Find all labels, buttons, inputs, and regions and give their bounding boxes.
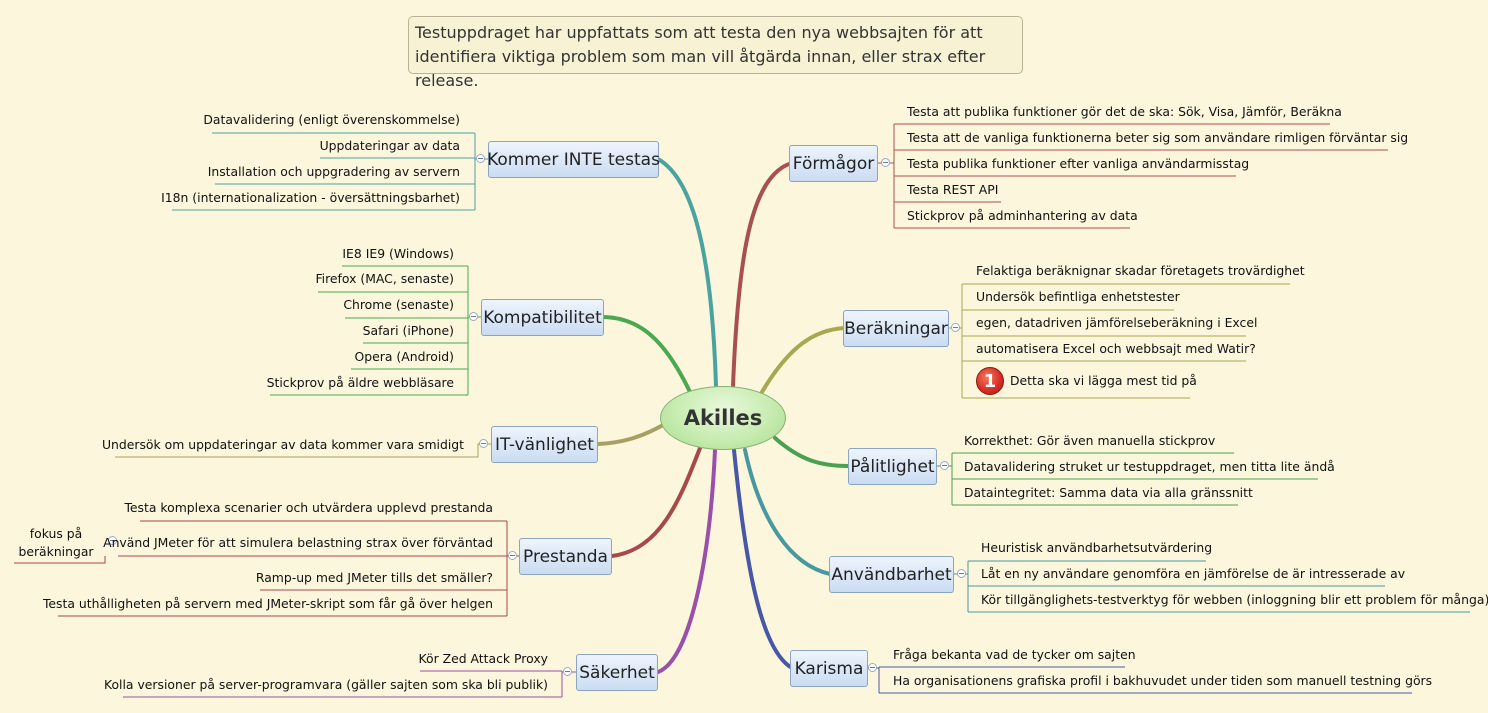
collapse-toggle-icon[interactable]: [479, 439, 488, 448]
central-topic[interactable]: Akilles: [660, 386, 786, 450]
subtopic[interactable]: egen, datadriven jämförelseberäkning i E…: [976, 315, 1258, 330]
subtopic[interactable]: Firefox (MAC, senaste): [315, 271, 454, 286]
subtopic[interactable]: Felaktiga beräknignar skadar företagets …: [976, 263, 1305, 278]
branch-line-palitlighet: [773, 436, 850, 468]
subtopic[interactable]: Datavalidering (enligt överenskommelse): [203, 112, 460, 127]
subtopic[interactable]: Använd JMeter för att simulera belastnin…: [103, 535, 493, 550]
topic-sakerhet[interactable]: Säkerhet: [576, 654, 658, 691]
subtopic[interactable]: IE8 IE9 (Windows): [342, 246, 454, 261]
priority-1-icon: 1: [976, 367, 1004, 395]
subtopic[interactable]: automatisera Excel och webbsajt med Wati…: [976, 341, 1256, 356]
topic-karisma[interactable]: Karisma: [790, 650, 868, 687]
subtopic[interactable]: Heuristisk användbarhetsutvärdering: [981, 540, 1213, 555]
collapse-toggle-icon[interactable]: [957, 569, 966, 578]
collapse-toggle-icon[interactable]: [881, 158, 890, 167]
subtopic[interactable]: Dataintegritet: Samma data via alla grän…: [964, 485, 1253, 500]
subtopic[interactable]: Stickprov på äldre webbläsare: [266, 375, 454, 390]
branch-line-karisma: [732, 448, 794, 670]
subtopic[interactable]: Kör Zed Attack Proxy: [418, 651, 548, 666]
subtopic[interactable]: Testa komplexa scenarier och utvärdera u…: [124, 500, 493, 515]
subtopic[interactable]: Opera (Android): [354, 349, 454, 364]
branch-line-berakningar: [760, 326, 846, 394]
subtopic[interactable]: Ha organisationens grafiska profil i bak…: [893, 673, 1433, 688]
topic-it-vanlighet[interactable]: IT-vänlighet: [491, 426, 598, 463]
collapse-toggle-icon[interactable]: [563, 667, 572, 676]
collapse-toggle-icon[interactable]: [108, 536, 117, 545]
subtopic[interactable]: Testa att publika funktioner gör det de …: [907, 104, 1342, 119]
subtopic[interactable]: Kör tillgänglighets-testverktyg för webb…: [981, 592, 1488, 607]
subtopic[interactable]: Detta ska vi lägga mest tid på: [1010, 373, 1197, 388]
collapse-toggle-icon[interactable]: [508, 551, 517, 560]
branch-line-kommer-inte-testas: [656, 157, 718, 388]
collapse-toggle-icon[interactable]: [951, 323, 960, 332]
topic-formagor[interactable]: Förmågor: [789, 145, 878, 182]
topic-palitlighet[interactable]: Pålitlighet: [848, 448, 937, 485]
subtopic[interactable]: Fråga bekanta vad de tycker om sajten: [893, 647, 1136, 662]
branch-line-anvandbarhet: [743, 448, 832, 576]
subtopic[interactable]: Låt en ny användare genomföra en jämföre…: [981, 566, 1406, 581]
subtopic[interactable]: Undersök befintliga enhetstester: [976, 289, 1180, 304]
collapse-toggle-icon[interactable]: [868, 663, 877, 672]
subtopic[interactable]: Installation och uppgradering av servern: [207, 164, 460, 179]
subtopic[interactable]: Testa att de vanliga funktionerna beter …: [907, 130, 1409, 145]
topic-prestanda[interactable]: Prestanda: [519, 538, 612, 575]
description-note: Testuppdraget har uppfattats som att tes…: [408, 16, 1023, 90]
branch-line-kompatibilitet: [602, 315, 692, 394]
subtopic[interactable]: Testa REST API: [907, 182, 999, 197]
subtopic[interactable]: Testa uthålligheten på servern med JMete…: [42, 596, 493, 611]
branch-line-sakerhet: [656, 448, 717, 674]
subtopic[interactable]: Uppdateringar av data: [319, 138, 460, 153]
branch-line-it-vanlighet: [596, 423, 665, 446]
topic-kommer-inte-testas[interactable]: Kommer INTE testas: [487, 141, 660, 178]
subtopic[interactable]: Chrome (senaste): [343, 297, 454, 312]
topic-anvandbarhet[interactable]: Användbarhet: [829, 556, 954, 593]
collapse-toggle-icon[interactable]: [469, 312, 478, 321]
collapse-toggle-icon[interactable]: [476, 154, 485, 163]
subtopic[interactable]: Testa publika funktioner efter vanliga a…: [907, 156, 1250, 171]
topic-kompatibilitet[interactable]: Kompatibilitet: [481, 299, 604, 336]
subtopic[interactable]: Korrekthet: Gör även manuella stickprov: [964, 433, 1216, 448]
branch-line-prestanda: [610, 446, 702, 558]
subtopic[interactable]: Stickprov på adminhantering av data: [907, 208, 1138, 223]
subtopic[interactable]: Ramp-up med JMeter tills det smäller?: [255, 570, 493, 585]
subtopic[interactable]: Safari (iPhone): [362, 323, 454, 338]
subtopic[interactable]: Datavalidering struket ur testuppdraget,…: [964, 459, 1335, 474]
subtopic-note[interactable]: fokus på beräkningar: [18, 526, 94, 559]
topic-berakningar[interactable]: Beräkningar: [843, 310, 949, 347]
branch-line-formagor: [731, 161, 794, 388]
collapse-toggle-icon[interactable]: [940, 461, 949, 470]
subtopic[interactable]: Undersök om uppdateringar av data kommer…: [101, 437, 464, 452]
subtopic[interactable]: I18n (internationalization - översättnin…: [161, 190, 460, 205]
subtopic[interactable]: Kolla versioner på server-programvara (g…: [103, 677, 548, 692]
